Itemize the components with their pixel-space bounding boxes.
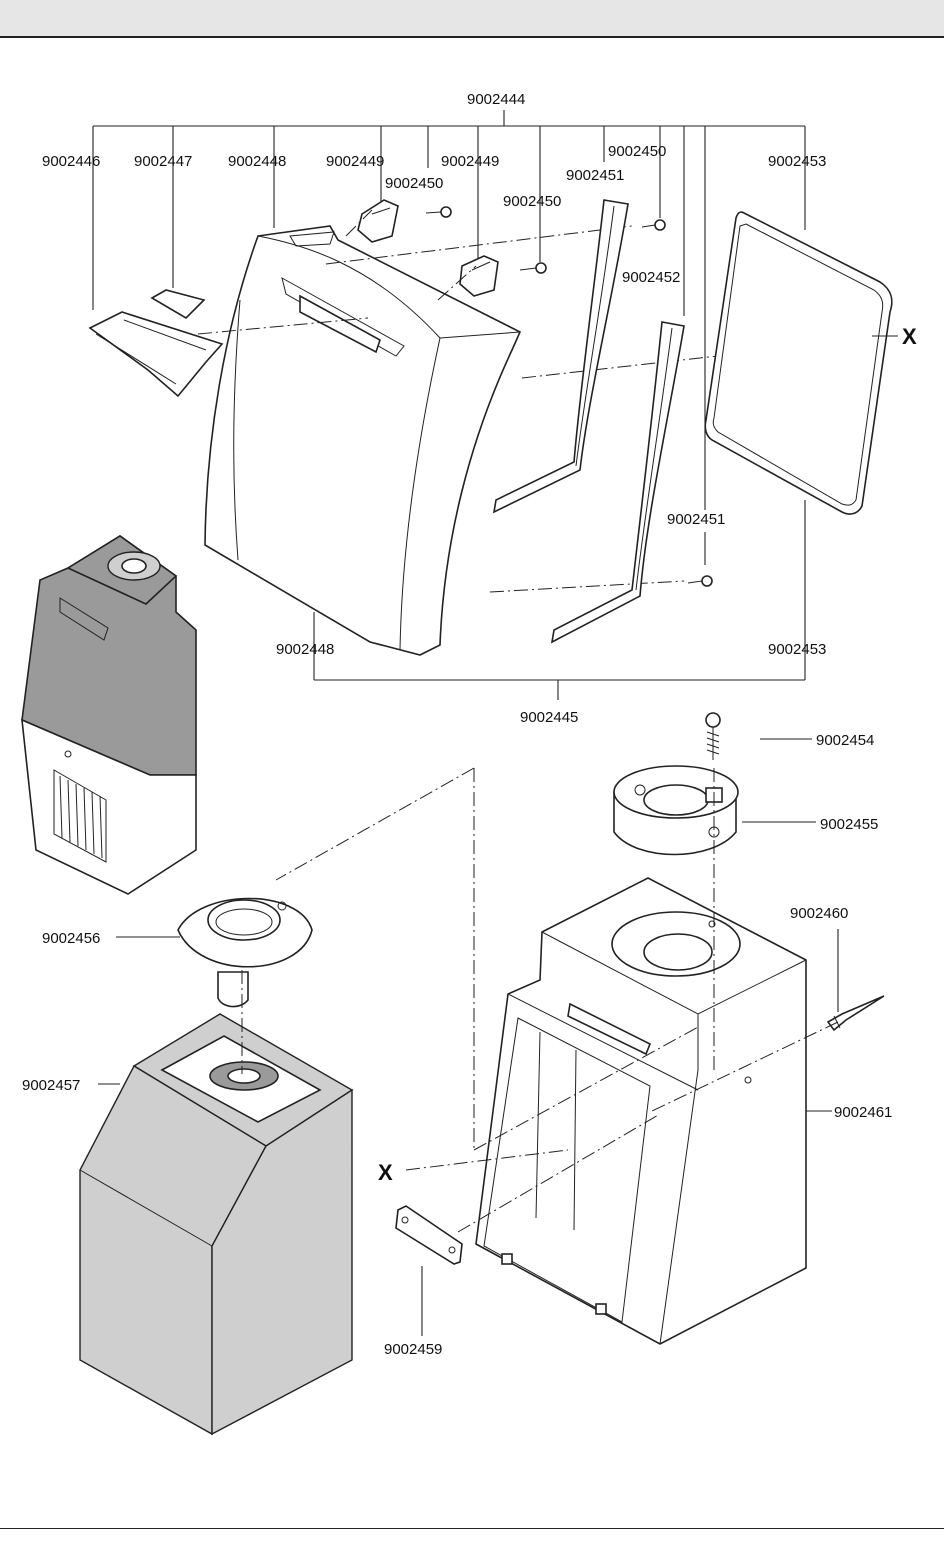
label-9002450-a: 9002450 [385,175,443,192]
footer-line [0,1528,944,1529]
label-9002460: 9002460 [790,905,848,922]
screw-9002450-b [519,262,547,274]
assembly-lines-bottom [241,767,839,1233]
marker-x-left: X [378,1160,393,1185]
label-9002447: 9002447 [134,153,192,170]
label-9002453-top: 9002453 [768,153,826,170]
label-9002453-bottom: 9002453 [768,641,826,658]
screw-9002454 [705,712,721,760]
bracket-9002445 [313,500,806,700]
handle-part-9002446 [88,289,224,398]
label-9002452: 9002452 [622,269,680,286]
pin-9002460 [826,995,885,1032]
leaders-bottom [98,335,898,1336]
screw-9002450-c [641,219,666,231]
label-9002448-bottom: 9002448 [276,641,334,658]
label-9002461: 9002461 [834,1104,892,1121]
label-9002449-a: 9002449 [326,153,384,170]
gasket-frame-9002453 [704,211,893,515]
label-9002446: 9002446 [42,153,100,170]
label-9002450-b: 9002450 [503,193,561,210]
plate-9002459 [395,1205,463,1265]
bracket-9002444 [92,110,806,510]
label-9002457: 9002457 [22,1077,80,1094]
base-housing-9002461 [475,877,807,1345]
collar-9002455 [613,765,739,856]
label-9002445: 9002445 [520,709,578,726]
label-9002451-bottom: 9002451 [667,511,725,528]
label-9002455: 9002455 [820,816,878,833]
label-9002456: 9002456 [42,930,100,947]
marker-x-right: X [902,324,917,349]
label-9002451-top: 9002451 [566,167,624,184]
hinge-clip-9002449-b [459,255,499,297]
flange-9002456 [177,897,313,1008]
screw-9002451-bottom [687,575,713,587]
hinge-clip-9002449-a [357,199,399,243]
label-9002444: 9002444 [467,91,525,108]
screw-9002450-a [425,206,452,218]
box-9002457 [79,1013,354,1436]
label-9002449-b: 9002449 [441,153,499,170]
appliance-thumbnail [21,535,197,895]
seal-strip-9002452 [550,321,685,644]
label-9002459: 9002459 [384,1341,442,1358]
label-9002448-top: 9002448 [228,153,286,170]
seal-strip-9002451 [492,199,629,514]
label-9002450-c: 9002450 [608,143,666,160]
header-bar [0,0,944,38]
main-cover-9002448 [204,225,522,656]
label-9002454: 9002454 [816,732,874,749]
part-labels: 9002444 9002446 9002447 9002448 9002449 … [22,91,917,1358]
